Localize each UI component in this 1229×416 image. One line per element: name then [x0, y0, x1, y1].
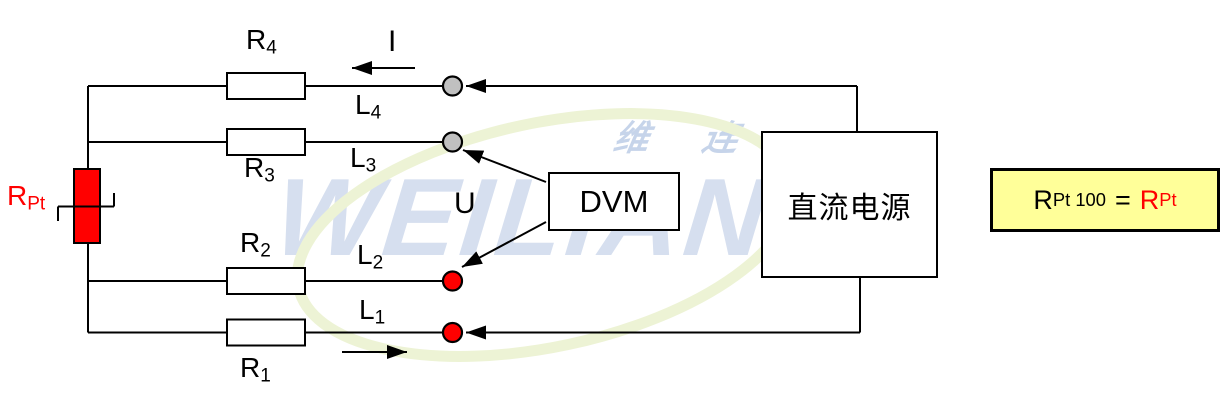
resistor-r2-label: R2: [240, 227, 271, 262]
node-l2: [441, 270, 464, 292]
rtd-label: RPt: [7, 180, 46, 215]
node-l4: [441, 75, 464, 97]
resistor-r1-body: [226, 318, 306, 347]
lead-l3-label: L3: [350, 142, 377, 177]
formula-rhs: R: [1139, 184, 1160, 215]
voltage-label: U: [454, 187, 476, 220]
node-l3: [441, 131, 464, 153]
lead-l2-label: L2: [357, 239, 384, 274]
resistor-r1-label: R1: [240, 352, 271, 387]
resistor-r2-body: [226, 267, 306, 295]
formula-equals: =: [1114, 184, 1131, 215]
rtd-cross-symbol: [57, 193, 115, 221]
dvm-label: DVM: [579, 183, 649, 219]
lead-l1-label: L1: [359, 294, 386, 329]
formula-lhs: R: [1033, 184, 1053, 215]
dvm-probe-arrow-upper: [462, 149, 547, 183]
resistor-r4-label: R4: [246, 24, 277, 59]
dc-power-supply-box: 直流电源: [761, 131, 938, 278]
resistor-r3-label: R3: [244, 152, 275, 187]
lead-l4-label: L4: [355, 89, 382, 124]
formula-lhs-sub: Pt 100: [1052, 189, 1106, 210]
node-l1: [441, 321, 464, 344]
resistor-r3-body: [226, 128, 306, 156]
dvm-probe-arrow-lower: [461, 221, 547, 268]
dvm-box: DVM: [548, 172, 680, 231]
formula-rhs-sub: Pt: [1159, 189, 1177, 210]
current-label: I: [388, 25, 397, 58]
resistor-r4-body: [226, 72, 306, 100]
dc-power-supply-label: 直流电源: [787, 191, 912, 225]
